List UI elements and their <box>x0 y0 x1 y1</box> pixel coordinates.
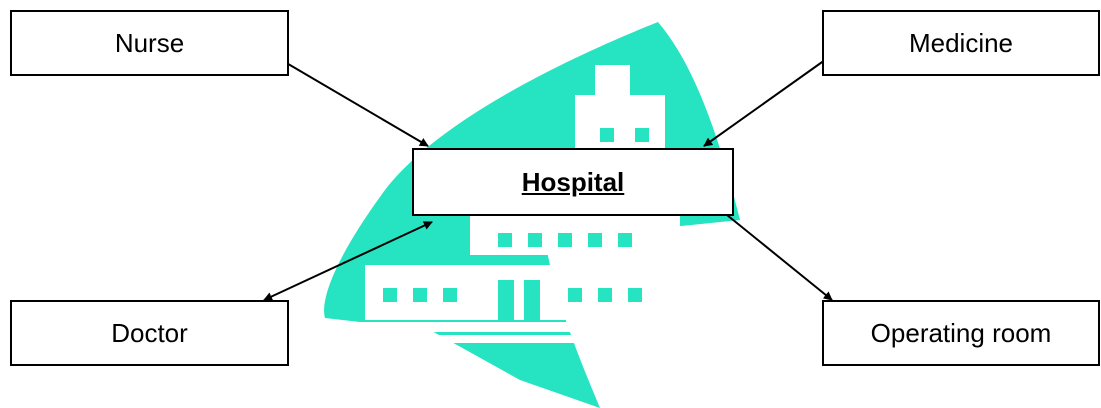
building-tower <box>595 65 630 95</box>
building-lower <box>365 265 665 320</box>
node-medicine-label: Medicine <box>908 27 1014 58</box>
node-doctor-label: Doctor <box>111 317 188 348</box>
node-nurse: Nurse <box>10 10 289 76</box>
arrow-doctor-hospital <box>263 221 433 301</box>
node-medicine: Medicine <box>822 10 1100 76</box>
node-operating-room: Operating room <box>822 300 1100 366</box>
node-hospital: Hospital <box>412 148 734 216</box>
building-step <box>430 335 580 343</box>
building-windows <box>383 128 649 322</box>
node-nurse-label: Nurse <box>114 27 185 58</box>
arrow-medicine-hospital <box>703 54 833 147</box>
building-base <box>360 322 582 332</box>
arrow-nurse-hospital <box>277 57 429 147</box>
node-hospital-label: Hospital <box>521 166 625 197</box>
node-doctor: Doctor <box>10 300 289 366</box>
node-operating-room-label: Operating room <box>870 317 1052 348</box>
building-upper <box>575 95 665 150</box>
